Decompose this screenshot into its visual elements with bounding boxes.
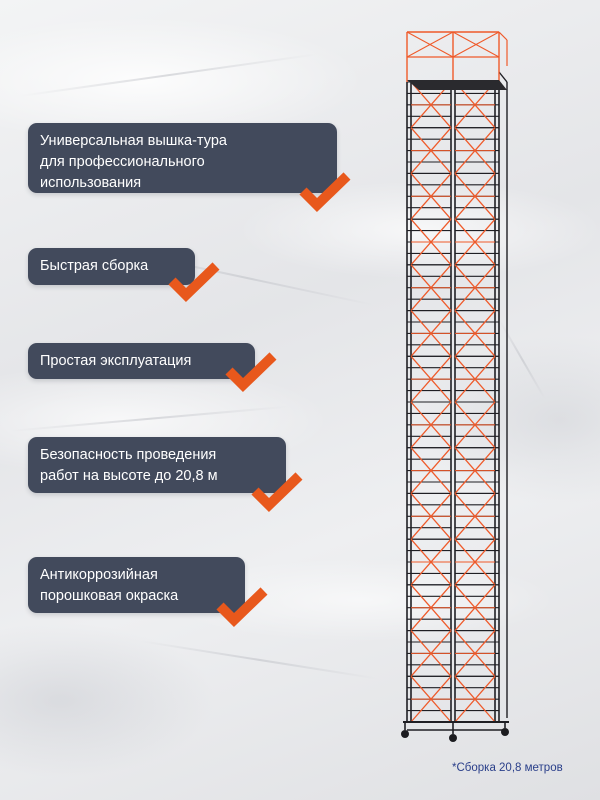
caster-wheel <box>401 730 409 738</box>
scaffold-tower-illustration <box>401 31 509 742</box>
caster-wheel <box>501 728 509 736</box>
work-platform <box>407 80 507 90</box>
tower-guardrail <box>406 31 508 90</box>
feature-tag-safety: Безопасность проведения работ на высоте … <box>28 437 286 493</box>
checkmark-icon <box>225 352 277 392</box>
feature-line: для профессионального <box>40 154 205 170</box>
feature-line: работ на высоте до 20,8 м <box>40 468 218 484</box>
feature-tag-quick-assembly: Быстрая сборка <box>28 248 195 285</box>
tower-casters <box>401 721 509 742</box>
feature-line: Безопасность проведения <box>40 447 217 463</box>
feature-line: Простая эксплуатация <box>40 353 192 369</box>
feature-line: использования <box>40 175 142 191</box>
caster-wheel <box>449 734 457 742</box>
feature-line: Универсальная вышка-тура <box>40 133 227 149</box>
checkmark-icon <box>216 587 268 627</box>
feature-tag-universal: Универсальная вышка-тура для профессиона… <box>28 123 337 193</box>
checkmark-icon <box>168 262 220 302</box>
feature-line: Антикоррозийная <box>40 567 158 583</box>
tower-frame <box>406 71 508 723</box>
feature-line: порошковая окраска <box>40 588 179 604</box>
checkmark-icon <box>299 172 351 212</box>
checkmark-icon <box>251 472 303 512</box>
feature-tag-easy-operation: Простая эксплуатация <box>28 343 255 379</box>
feature-tag-anticorrosion: Антикоррозийная порошковая окраска <box>28 557 245 613</box>
feature-line: Быстрая сборка <box>40 258 149 274</box>
assembly-footnote: *Сборка 20,8 метров <box>452 762 563 774</box>
